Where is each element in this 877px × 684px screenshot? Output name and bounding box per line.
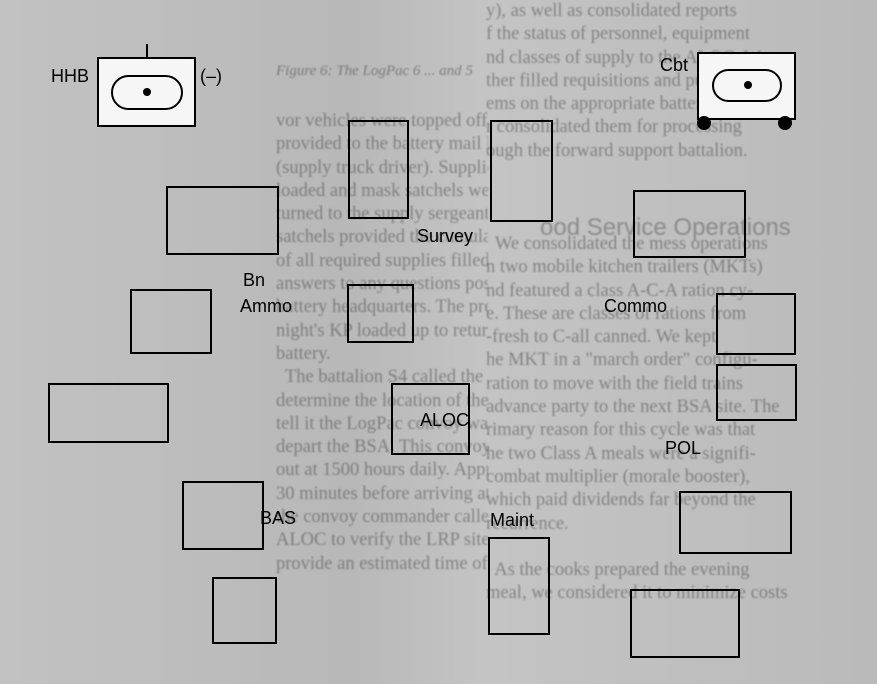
- area-tall-upper-right: [490, 120, 553, 222]
- label-bas: BAS: [260, 508, 297, 528]
- area-commo: [716, 293, 796, 355]
- bleed-caption: Figure 6: The LogPac 6 ... and 5: [276, 63, 473, 79]
- area-bas: [182, 481, 264, 550]
- hhb-pill: [111, 75, 183, 110]
- area-maint: [488, 537, 550, 635]
- area-bn-ammo: [130, 289, 212, 354]
- bleed-heading: ood Service Operations: [540, 214, 791, 241]
- bleed-left-column: vor vehicles were topped off and was pro…: [276, 111, 488, 574]
- label-aloc: ALOC: [420, 410, 470, 430]
- area-aloc: [391, 383, 470, 455]
- cbt-wheel-right-icon: [778, 116, 792, 130]
- area-survey: [166, 186, 279, 255]
- label-hhb: HHB: [51, 66, 90, 86]
- label-survey: Survey: [417, 226, 474, 246]
- area-wide-upper-right: [633, 190, 746, 258]
- cbt-pill: [712, 69, 782, 102]
- hhb-vehicle-icon: [97, 57, 196, 127]
- label-maint: Maint: [490, 510, 535, 530]
- label-minus: (–): [200, 66, 222, 86]
- label-pol: POL: [665, 438, 702, 458]
- label-cbt: Cbt: [660, 55, 689, 75]
- bleed-right-column: y), as well as consolidated reports f th…: [486, 1, 788, 604]
- hhb-antenna: [146, 44, 148, 58]
- label-ammo: Ammo: [240, 296, 293, 316]
- cbt-wheel-left-icon: [697, 116, 711, 130]
- area-left-middle: [48, 383, 169, 443]
- cbt-dot: [744, 81, 752, 89]
- area-middle-center: [347, 284, 414, 343]
- label-bn: Bn: [243, 270, 266, 290]
- area-bottom-right: [630, 589, 740, 658]
- area-right-lower: [679, 491, 792, 554]
- hhb-dot: [143, 88, 151, 96]
- label-commo: Commo: [604, 296, 668, 316]
- area-pol: [716, 364, 797, 421]
- area-tall-upper-left: [348, 120, 409, 219]
- cbt-vehicle-icon: [697, 52, 796, 120]
- area-bottom-left: [212, 577, 277, 644]
